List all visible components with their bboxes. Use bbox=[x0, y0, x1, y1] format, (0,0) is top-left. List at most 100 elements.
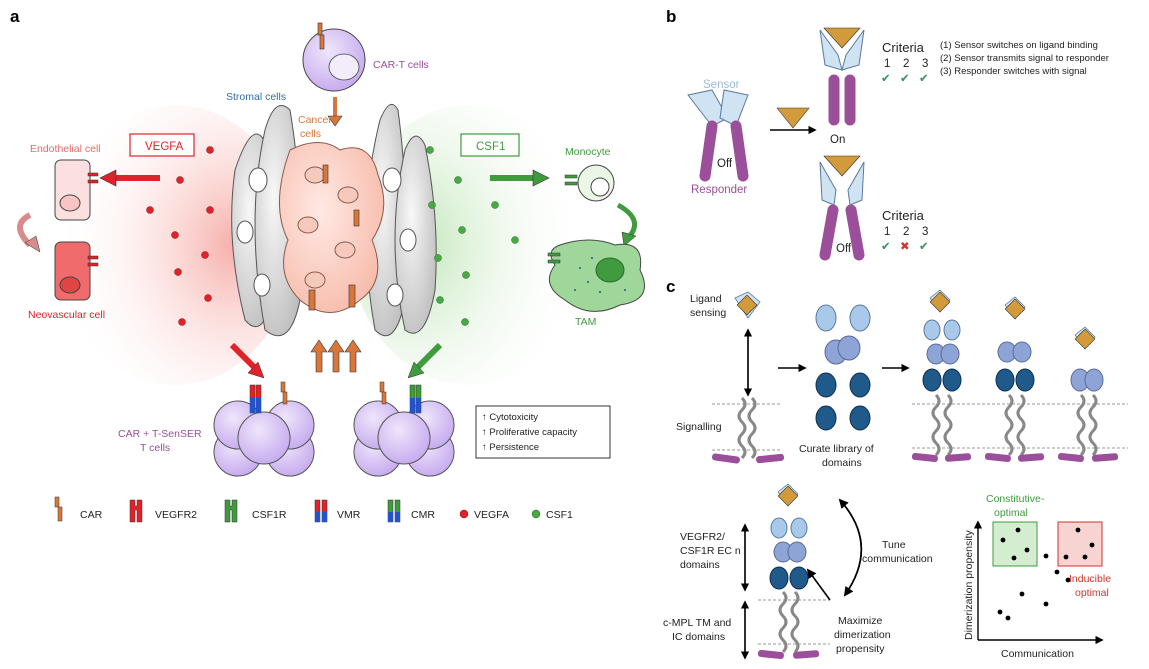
legend-car: CAR bbox=[80, 509, 103, 521]
construct-2 bbox=[984, 296, 1045, 463]
csf1-box bbox=[460, 133, 520, 157]
construct-3 bbox=[1057, 326, 1119, 463]
legend-csf1: CSF1 bbox=[546, 509, 573, 521]
effect-proliferative: ↑ Proliferative capacity bbox=[482, 427, 577, 438]
tam-label: TAM bbox=[575, 316, 596, 328]
vegfa-box bbox=[129, 133, 195, 157]
check-on-1: ✔ bbox=[881, 73, 891, 85]
monocyte-cell bbox=[564, 164, 615, 202]
check-on-2: ✔ bbox=[900, 73, 910, 85]
endothelial-cell-label: Endothelial cell bbox=[30, 143, 101, 155]
responder-label: Responder bbox=[691, 184, 747, 196]
off-label-1: Off bbox=[717, 158, 733, 170]
car-t-cells-label: CAR-T cells bbox=[373, 59, 429, 71]
tam-cell bbox=[547, 239, 645, 312]
tsenser-cluster-left bbox=[213, 381, 315, 477]
csf1-box-label: CSF1 bbox=[476, 141, 505, 153]
scatter-ylabel: Dimerization propensity bbox=[963, 530, 975, 640]
signalling-module bbox=[711, 396, 785, 464]
legend-vegfa: VEGFA bbox=[474, 509, 509, 521]
neovascular-cell-label: Neovascular cell bbox=[28, 309, 105, 321]
vegfr2-label-3: domains bbox=[680, 559, 720, 571]
vegfr2-label-1: VEGFR2/ bbox=[680, 531, 725, 543]
domain-library bbox=[815, 304, 871, 431]
receptor-on bbox=[819, 27, 865, 126]
criterion-1: (1) Sensor switches on ligand binding bbox=[940, 40, 1098, 51]
red-diagonal-arrow bbox=[229, 342, 258, 371]
on-label: On bbox=[830, 134, 845, 146]
criteria-label-1: Criteria bbox=[882, 40, 925, 55]
panel-c-label: c bbox=[666, 277, 675, 296]
maximize-label-2: dimerization bbox=[834, 629, 891, 641]
sensing-module bbox=[734, 291, 761, 319]
inducible-label-1: Inducible bbox=[1069, 573, 1111, 585]
effect-cytotoxicity: ↑ Cytotoxicity bbox=[482, 412, 538, 423]
cancer-cells-label-2: cells bbox=[300, 128, 321, 140]
vegfa-dots bbox=[146, 146, 214, 326]
ligand-free bbox=[776, 107, 810, 129]
check-on-3: ✔ bbox=[919, 73, 929, 85]
ligand-sensing-label-1: Ligand bbox=[690, 293, 722, 305]
maximize-label-3: propensity bbox=[836, 643, 885, 655]
neovascular-cell bbox=[54, 241, 99, 301]
sensor-label: Sensor bbox=[703, 79, 740, 91]
curate-label-1: Curate library of bbox=[799, 443, 874, 455]
signalling-label: Signalling bbox=[676, 421, 722, 433]
tune-arrow-up bbox=[838, 498, 863, 596]
monocyte-label: Monocyte bbox=[565, 146, 611, 158]
csf1-dots bbox=[426, 146, 519, 326]
car-tsenser-label-2: T cells bbox=[140, 442, 170, 454]
maximize-label-1: Maximize bbox=[838, 615, 882, 627]
endothelial-cell bbox=[54, 159, 99, 221]
panel-a-label: a bbox=[10, 7, 20, 26]
stromal-cells-label: Stromal cells bbox=[226, 91, 286, 103]
criterion-3: (3) Responder switches with signal bbox=[940, 66, 1087, 77]
panel-a: a CAR-T cells Stromal cells Cancer cells bbox=[10, 7, 645, 523]
legend-vegfr2: VEGFR2 bbox=[155, 509, 197, 521]
tsenser-cluster-right bbox=[353, 381, 455, 477]
criterion-2: (2) Sensor transmits signal to responder bbox=[940, 53, 1109, 64]
criteria-num-1c: 3 bbox=[922, 58, 928, 70]
cross-off-2: ✖ bbox=[900, 241, 910, 253]
cancer-cells-label-1: Cancer bbox=[298, 114, 332, 126]
criteria-num-2a: 1 bbox=[884, 226, 890, 238]
criteria-num-2b: 2 bbox=[903, 226, 909, 238]
off-label-2: Off bbox=[836, 243, 852, 255]
tune-label-1: Tune bbox=[882, 539, 906, 551]
criteria-label-2: Criteria bbox=[882, 208, 925, 223]
criteria-num-1b: 2 bbox=[903, 58, 909, 70]
panel-b: b Sensor Off Responder On Criteria 1 2 3… bbox=[666, 7, 1109, 261]
criteria-num-1a: 1 bbox=[884, 58, 890, 70]
tune-label-2: communication bbox=[862, 553, 933, 565]
receptor-off-left bbox=[687, 89, 749, 182]
legend-cmr: CMR bbox=[411, 509, 435, 521]
legend: CAR VEGFR2 CSF1R VMR CMR VEGFA CSF1 bbox=[54, 496, 573, 523]
maximize-arrow bbox=[806, 568, 831, 601]
legend-csf1r: CSF1R bbox=[252, 509, 287, 521]
inducible-label-2: optimal bbox=[1075, 587, 1109, 599]
check-off-3: ✔ bbox=[919, 241, 929, 253]
up-arrows bbox=[310, 339, 362, 373]
green-diagonal-arrow bbox=[414, 342, 443, 371]
criteria-num-2c: 3 bbox=[922, 226, 928, 238]
effect-persistence: ↑ Persistence bbox=[482, 442, 539, 453]
panel-b-label: b bbox=[666, 7, 676, 26]
tumor-mass bbox=[231, 103, 437, 337]
cmpl-label-2: IC domains bbox=[672, 631, 725, 643]
cmpl-label-1: c-MPL TM and bbox=[663, 617, 731, 629]
car-t-cell bbox=[302, 22, 366, 92]
vegfr2-label-2: CSF1R EC n bbox=[680, 545, 741, 557]
ligand-sensing-label-2: sensing bbox=[690, 307, 726, 319]
scatter-plot bbox=[973, 520, 1104, 645]
legend-vmr: VMR bbox=[337, 509, 361, 521]
receptor-off-ligand bbox=[819, 155, 865, 261]
vegfa-box-label: VEGFA bbox=[145, 141, 184, 153]
curate-label-2: domains bbox=[822, 457, 862, 469]
construct-detail bbox=[757, 483, 830, 660]
effects-box bbox=[475, 405, 611, 459]
car-tsenser-label-1: CAR + T-SenSER bbox=[118, 428, 202, 440]
scatter-xlabel: Communication bbox=[1001, 648, 1074, 660]
constitutive-label-2: optimal bbox=[994, 507, 1028, 519]
construct-1 bbox=[911, 289, 1128, 463]
